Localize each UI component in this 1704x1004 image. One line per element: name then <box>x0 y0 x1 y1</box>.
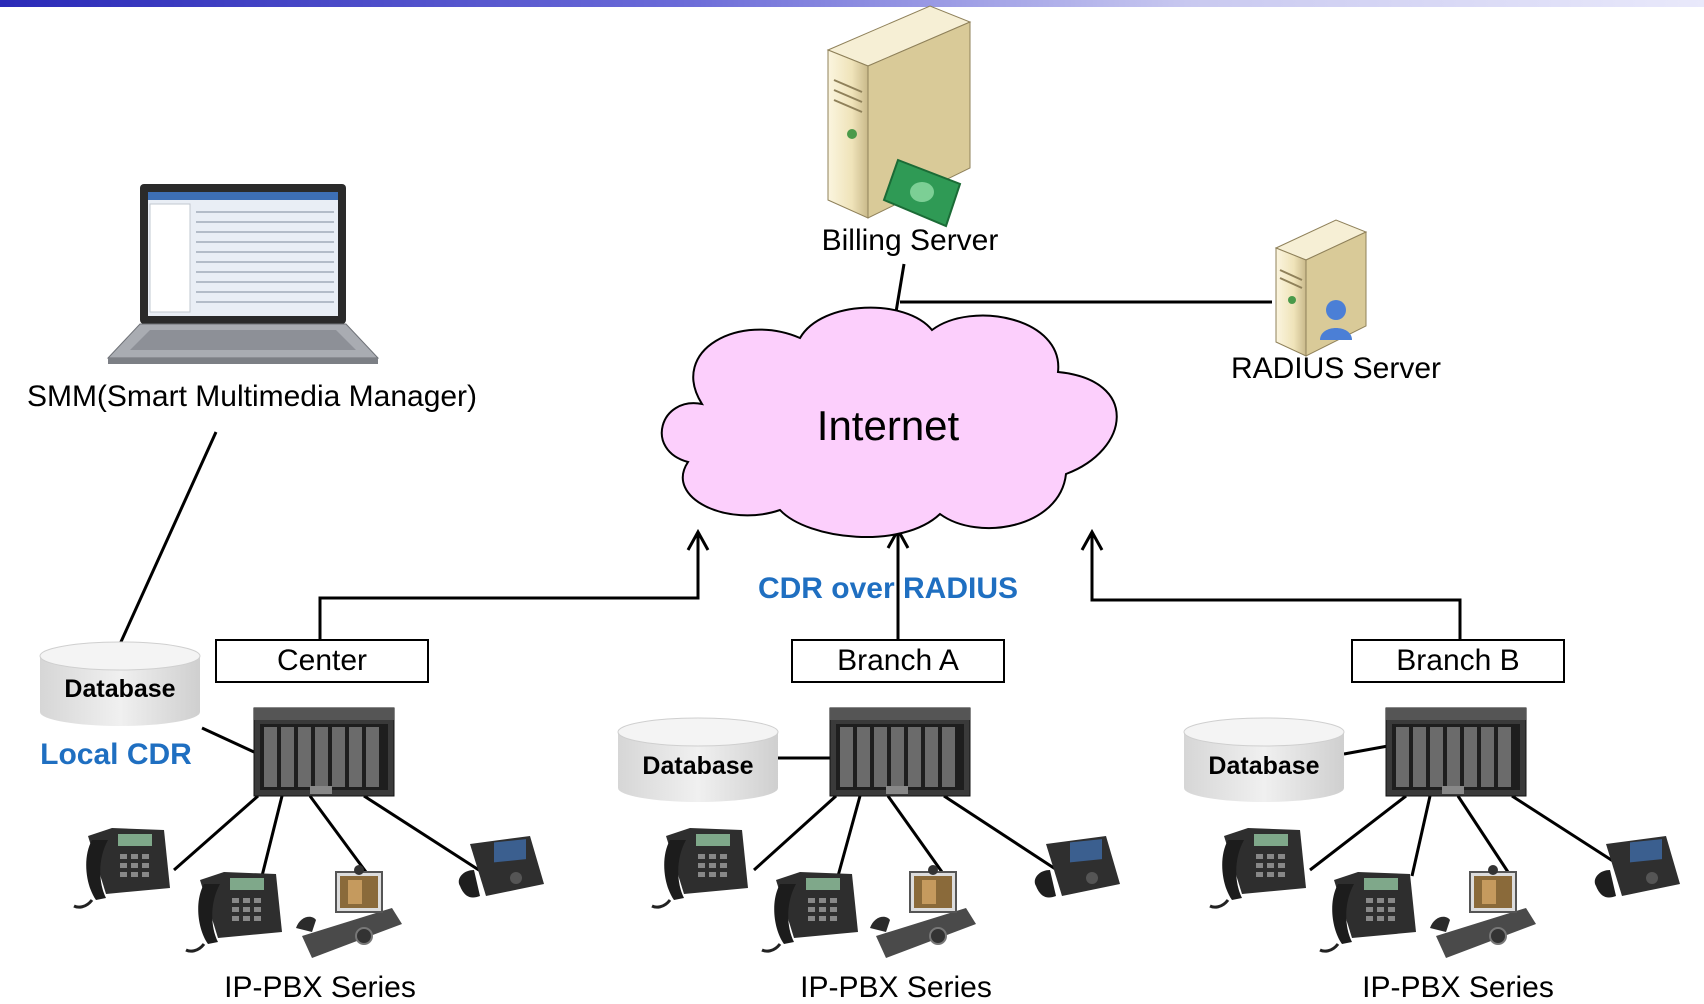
branch-a-keypad-phone-icon <box>760 870 860 953</box>
branch-b-pbx-icon <box>1385 707 1527 797</box>
site-name-branch-b: Branch B <box>1396 644 1519 677</box>
radius-server-icon <box>1274 219 1368 357</box>
site-name-branch-a: Branch A <box>837 644 959 677</box>
radius-server-label: RADIUS Server <box>1231 352 1441 385</box>
center-video-phone-icon <box>295 864 403 959</box>
database-label-center: Database <box>64 675 175 703</box>
phone-links <box>173 794 1631 877</box>
center-database-icon <box>39 641 201 726</box>
connection-lines <box>118 263 1462 760</box>
billing-server-label: Billing Server <box>822 224 999 257</box>
branch-b-box <box>1351 639 1565 683</box>
billing-server-icon <box>826 5 972 228</box>
series-label-branch-a: IP-PBX Series <box>800 971 992 1004</box>
center-keypad-phone-icon <box>184 870 284 953</box>
laptop-icon <box>106 184 380 364</box>
slide-top-bar <box>0 0 1704 7</box>
series-label-branch-b: IP-PBX Series <box>1362 971 1554 1004</box>
branch-a-pbx-icon <box>829 707 971 797</box>
local-cdr-label: Local CDR <box>40 738 192 771</box>
center-pbx-icon <box>253 707 395 797</box>
database-label-branch-b: Database <box>1208 752 1319 780</box>
database-label-branch-a: Database <box>642 752 753 780</box>
branch-b-keypad-phone-icon <box>1318 870 1418 953</box>
branch-b-desk-phone-icon <box>1208 826 1308 909</box>
branch-b-database-icon <box>1183 717 1345 802</box>
internet-cloud <box>660 306 1118 538</box>
series-label-center: IP-PBX Series <box>224 971 416 1004</box>
internet-label: Internet <box>817 402 960 449</box>
branch-a-video-phone-icon <box>869 864 977 959</box>
branch-a-box <box>791 639 1005 683</box>
branch-a-smart-phone-icon <box>1034 836 1120 898</box>
center-box <box>215 639 429 683</box>
branch-b-smart-phone-icon <box>1594 836 1680 898</box>
branch-b-video-phone-icon <box>1429 864 1537 959</box>
branch-a-database-icon <box>617 717 779 802</box>
cdr-over-radius-label: CDR over RADIUS <box>758 572 1018 605</box>
smm-label: SMM(Smart Multimedia Manager) <box>27 380 477 413</box>
branch-a-desk-phone-icon <box>650 826 750 909</box>
center-desk-phone-icon <box>72 826 172 909</box>
site-name-center: Center <box>277 644 367 677</box>
